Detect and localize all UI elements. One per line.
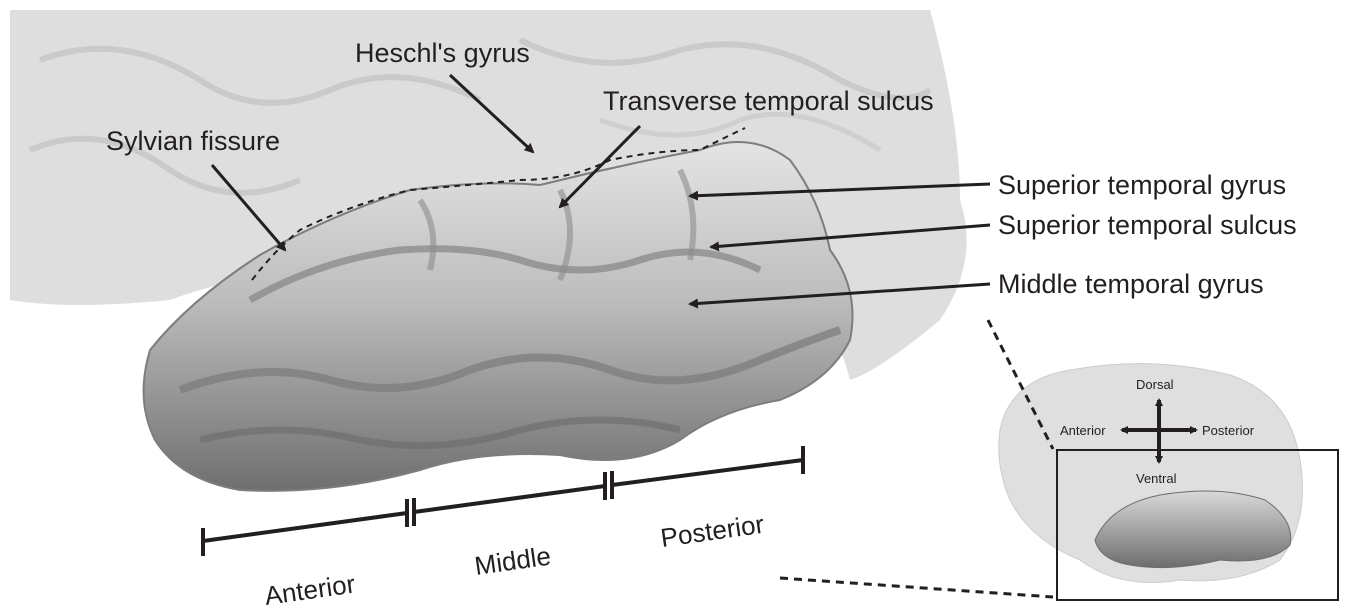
orientation-ventral-label: Ventral xyxy=(1136,471,1177,486)
middle-segment-bar xyxy=(414,486,605,512)
posterior-segment-bar xyxy=(612,460,803,485)
superior-temporal-sulcus-label: Superior temporal sulcus xyxy=(998,210,1297,240)
anterior-segment-bar xyxy=(203,513,407,541)
superior-temporal-gyrus-label: Superior temporal gyrus xyxy=(998,170,1286,200)
orientation-anterior-label: Anterior xyxy=(1060,423,1106,438)
orientation-posterior-label: Posterior xyxy=(1202,423,1255,438)
inset-connector-bottom xyxy=(780,578,1053,597)
segment-anterior-label: Anterior xyxy=(263,569,358,610)
heschls-gyrus-label: Heschl's gyrus xyxy=(355,38,530,68)
orientation-dorsal-label: Dorsal xyxy=(1136,377,1174,392)
segment-posterior-label: Posterior xyxy=(659,509,767,553)
middle-temporal-gyrus-label: Middle temporal gyrus xyxy=(998,269,1264,299)
sylvian-fissure-label: Sylvian fissure xyxy=(106,126,280,156)
segment-middle-label: Middle xyxy=(473,541,553,581)
transverse-temporal-sulcus-label: Transverse temporal sulcus xyxy=(603,86,934,116)
